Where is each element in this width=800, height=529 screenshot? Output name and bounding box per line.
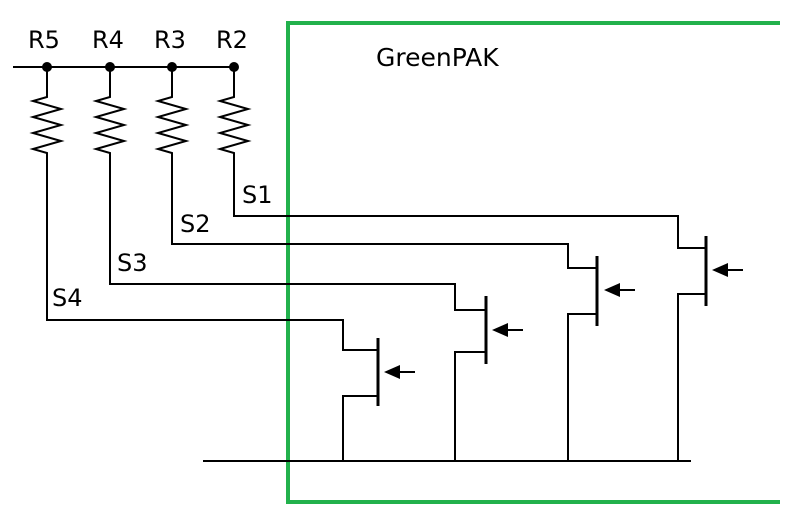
resistor-r2 bbox=[216, 66, 252, 217]
resistor-label-r4: R4 bbox=[92, 26, 124, 54]
resistor-label-r3: R3 bbox=[154, 26, 186, 54]
signal-wire-s3 bbox=[109, 283, 487, 311]
signal-label-s4: S4 bbox=[52, 284, 83, 312]
transistor-3 bbox=[454, 296, 523, 462]
signal-label-s2: S2 bbox=[180, 210, 211, 238]
transistor-1 bbox=[677, 236, 743, 462]
resistor-label-r2: R2 bbox=[216, 26, 248, 54]
resistor-r3 bbox=[154, 66, 190, 245]
resistor-label-r5: R5 bbox=[28, 26, 60, 54]
resistor-r5 bbox=[29, 66, 65, 321]
chip-label: GreenPAK bbox=[376, 43, 499, 72]
signal-wire-s1 bbox=[233, 215, 707, 249]
transistor-2 bbox=[567, 256, 635, 462]
signal-label-s3: S3 bbox=[117, 249, 148, 277]
transistor-4 bbox=[342, 338, 415, 462]
signal-label-s1: S1 bbox=[242, 181, 273, 209]
signal-wire-s4 bbox=[46, 319, 379, 351]
signal-wire-s2 bbox=[171, 243, 598, 269]
greenpak-chip-border bbox=[286, 21, 780, 504]
resistor-r4 bbox=[92, 66, 128, 285]
